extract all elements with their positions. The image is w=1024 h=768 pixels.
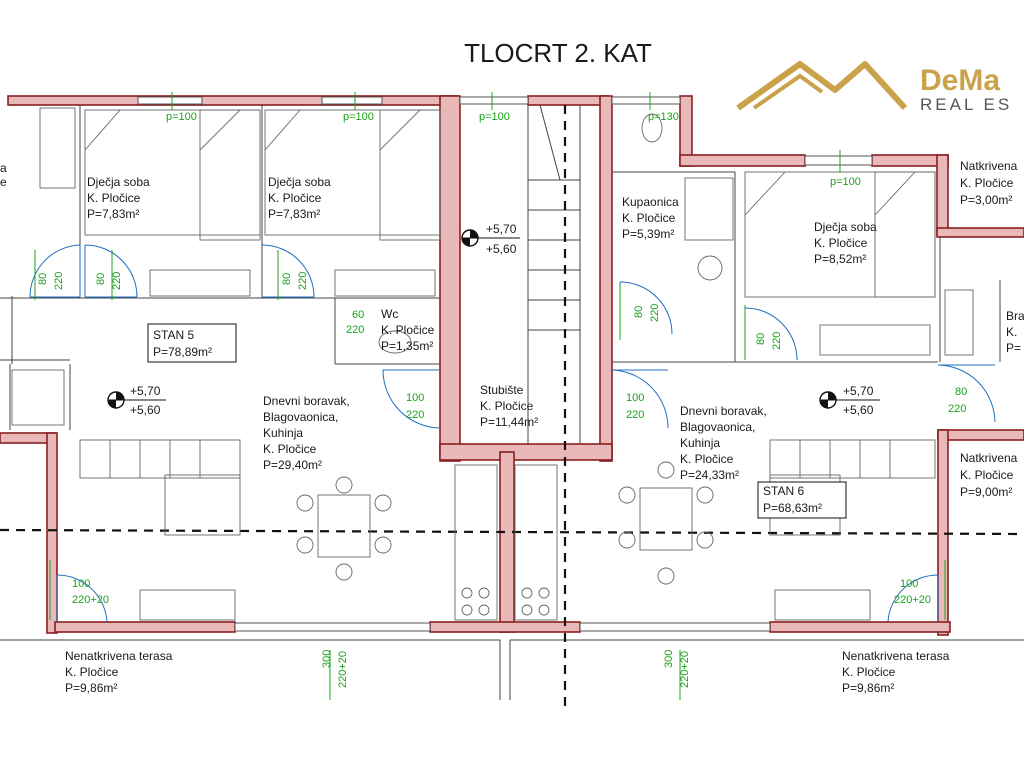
dim-label: p=100	[166, 111, 197, 123]
dimension-ticks	[34, 92, 946, 700]
dim-label: p=130	[648, 111, 679, 123]
interior-walls	[0, 104, 1024, 700]
dim-label: 100	[626, 392, 644, 404]
dim-label: 80	[37, 273, 49, 285]
apartment-area: P=68,63m²	[763, 501, 822, 515]
room-label-stubiste: Stubište K. Pločice P=11,44m²	[480, 383, 538, 429]
room-label-wc: Wc K. Pločice P=1,35m²	[381, 307, 438, 353]
apartment-area: P=78,89m²	[153, 345, 212, 359]
dim-label: p=100	[479, 111, 510, 123]
level-marker-stan5: +5,70 +5,60	[107, 384, 166, 417]
dim-label: 100	[72, 578, 90, 590]
room-label-bra: Bra K. P=	[1006, 309, 1024, 355]
room-label-natkrivena-1: Natkrivena K. Pločice P=3,00m²	[960, 159, 1021, 207]
dim-label: 220	[406, 409, 424, 421]
dim-label: 80	[95, 273, 107, 285]
room-label-kupaonica: Kupaonica K. Pločice P=5,39m²	[622, 195, 682, 241]
room-label-natkrivena-2: Natkrivena K. Pločice P=9,00m²	[960, 451, 1021, 499]
dim-label: 80	[755, 333, 767, 345]
room-labels: a e Dječja soba K. Pločice P=7,83m² Dječ…	[0, 159, 1024, 695]
dim-label: 220	[649, 304, 661, 322]
room-label-djecja-soba-3: Dječja soba K. Pločice P=8,52m²	[814, 220, 880, 266]
dim-label: 80	[633, 306, 645, 318]
dim-label: 220	[346, 324, 364, 336]
logo-brand: DeMa	[920, 64, 1000, 97]
room-label-dnevni-boravak-5: Dnevni boravak, Blagovaonica, Kuhinja K.…	[263, 394, 353, 472]
level-top: +5,70	[130, 384, 161, 398]
room-label-dnevni-boravak-6: Dnevni boravak, Blagovaonica, Kuhinja K.…	[680, 404, 770, 482]
room-label-left-edge: a e	[0, 161, 10, 189]
dim-label: 220+20	[679, 651, 691, 688]
dim-label: p=100	[343, 111, 374, 123]
dim-label: 100	[406, 392, 424, 404]
dimension-labels: p=100 p=100 p=100 p=130 p=100 80 220 80 …	[37, 111, 967, 688]
dim-label: 220	[111, 272, 123, 290]
plan-title: TLOCRT 2. KAT	[464, 38, 652, 68]
dim-label: p=100	[830, 176, 861, 188]
dim-label: 100	[900, 578, 918, 590]
walls	[0, 95, 1024, 636]
dim-label: 220	[53, 272, 65, 290]
dim-label: 300	[321, 650, 333, 668]
level-bottom: +5,60	[130, 403, 161, 417]
apartment-label-stan5: STAN 5 P=78,89m²	[147, 323, 237, 363]
dim-label: 220+20	[894, 594, 931, 606]
room-label-terasa-right: Nenatkrivena terasa K. Pločice P=9,86m²	[842, 649, 953, 695]
room-label-terasa-left: Nenatkrivena terasa K. Pločice P=9,86m²	[65, 649, 176, 695]
level-top: +5,70	[486, 222, 517, 236]
dim-label: 220	[626, 409, 644, 421]
dim-label: 80	[955, 386, 967, 398]
apartment-name: STAN 5	[153, 328, 194, 342]
apartment-name: STAN 6	[763, 484, 804, 498]
dim-label: 220	[771, 332, 783, 350]
dim-label: 220+20	[337, 651, 349, 688]
room-label-djecja-soba-1: Dječja soba K. Pločice P=7,83m²	[87, 175, 153, 221]
dim-label: 220+20	[72, 594, 109, 606]
apartment-label-stan6: STAN 6 P=68,63m²	[757, 481, 847, 519]
logo: DeMa REAL ES	[736, 61, 1012, 114]
level-bottom: +5,60	[486, 242, 517, 256]
section-lines	[0, 105, 1024, 710]
dim-label: 220	[948, 403, 966, 415]
level-bottom: +5,60	[843, 403, 874, 417]
logo-roof-icon	[736, 61, 908, 111]
furniture	[11, 107, 974, 621]
level-marker-stan6: +5,70 +5,60	[819, 384, 880, 417]
dim-label: 300	[663, 650, 675, 668]
logo-tagline: REAL ES	[920, 95, 1012, 114]
level-top: +5,70	[843, 384, 874, 398]
room-label-djecja-soba-2: Dječja soba K. Pločice P=7,83m²	[268, 175, 334, 221]
level-marker-stair: +5,70 +5,60	[461, 222, 520, 256]
windows	[137, 96, 873, 632]
dim-label: 220	[297, 272, 309, 290]
dim-label: 80	[281, 273, 293, 285]
dim-label: 60	[352, 309, 364, 321]
